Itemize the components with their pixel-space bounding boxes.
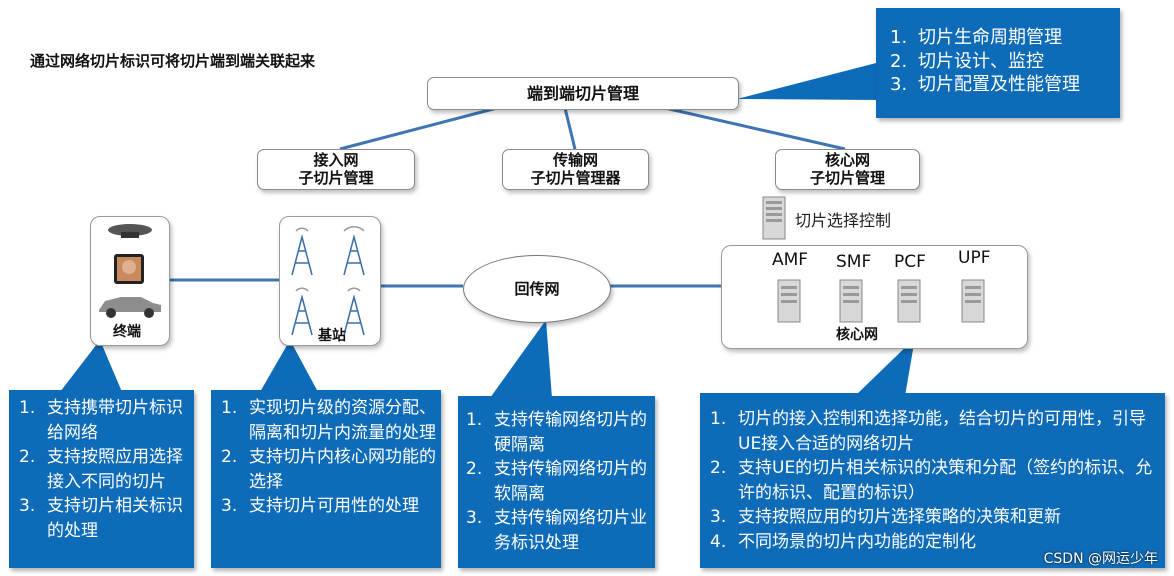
tower-icon bbox=[291, 234, 313, 276]
core-subslice-mgmt-box: 核心网 子切片管理 bbox=[775, 149, 920, 190]
tower-icon bbox=[343, 294, 365, 336]
basestation-callout-item: 3.支持切片可用性的处理 bbox=[221, 496, 419, 516]
transport-line2: 子切片管理器 bbox=[530, 169, 621, 187]
core-line2: 子切片管理 bbox=[809, 169, 885, 187]
mgmt-callout-item: 1.切片生命周期管理 bbox=[890, 27, 1062, 48]
slice-select-label: 切片选择控制 bbox=[795, 211, 892, 230]
access-line2: 子切片管理 bbox=[298, 169, 374, 187]
mgmt-to-core-line bbox=[664, 106, 846, 151]
backhaul-callout: 1.支持传输网络切片的硬隔离 2.支持传输网络切片的软隔离 3.支持传输网络切片… bbox=[458, 396, 655, 568]
backhaul-callout-item: 3.支持传输网络切片业务标识处理 bbox=[466, 508, 647, 553]
mgmt-callout: 1.切片生命周期管理 2.切片设计、监控 3.切片配置及性能管理 bbox=[876, 8, 1120, 118]
mgmt-to-transport-line bbox=[563, 107, 577, 150]
terminal-label: 终端 bbox=[113, 324, 141, 340]
mgmt-callout-item: 2.切片设计、监控 bbox=[890, 50, 1044, 72]
diagram-title: 通过网络切片标识可将切片端到端关联起来 bbox=[30, 52, 316, 70]
nf-amf-label: AMF bbox=[772, 250, 809, 270]
core-network-panel: AMF SMF PCF UPF 核心网 bbox=[721, 245, 1028, 349]
e2e-slice-management-box: 端到端切片管理 bbox=[427, 77, 739, 110]
backhaul-callout-item: 1.支持传输网络切片的硬隔离 bbox=[466, 410, 647, 455]
basestation-callout-item: 2.支持切片内核心网功能的选择 bbox=[221, 447, 436, 492]
terminal-callout: 1.支持携带切片标识给网络 2.支持按照应用选择接入不同的切片 3.支持切片相关… bbox=[9, 390, 194, 568]
terminal-devices-icon bbox=[99, 224, 161, 318]
tower-icon bbox=[291, 294, 313, 336]
basestation-callout-item: 1.实现切片级的资源分配、隔离和切片内流量的处理 bbox=[221, 398, 436, 443]
access-subslice-mgmt-box: 接入网 子切片管理 bbox=[257, 149, 415, 190]
basestation-label: 基站 bbox=[318, 328, 346, 344]
tower-icon bbox=[343, 234, 365, 276]
backhaul-callout-pointer bbox=[490, 320, 552, 398]
transport-line1: 传输网 bbox=[552, 151, 598, 169]
core-server-icons bbox=[777, 279, 985, 323]
nf-pcf-label: PCF bbox=[894, 252, 926, 272]
nf-upf-label: UPF bbox=[958, 248, 991, 268]
core-line1: 核心网 bbox=[824, 151, 870, 169]
core-callout-item: 2.支持UE的切片相关标识的决策和分配（签约的标识、允许的标识、配置的标识） bbox=[710, 458, 1153, 503]
basestation-callout: 1.实现切片级的资源分配、隔离和切片内流量的处理 2.支持切片内核心网功能的选择… bbox=[211, 390, 441, 568]
core-callout-item: 3.支持按照应用的切片选择策略的决策和更新 bbox=[710, 507, 1061, 527]
terminal-panel: 终端 bbox=[90, 216, 170, 346]
mgmt-to-access-line bbox=[339, 106, 498, 151]
core-callout-item: 4.不同场景的切片内功能的定制化 bbox=[710, 531, 976, 552]
bs-callout-pointer bbox=[260, 340, 318, 392]
terminal-callout-item: 2.支持按照应用选择接入不同的切片 bbox=[19, 447, 183, 492]
core-network-label: 核心网 bbox=[836, 327, 878, 343]
transport-subslice-mgmt-box: 传输网 子切片管理器 bbox=[502, 149, 649, 190]
backhaul-network-node: 回传网 bbox=[463, 255, 611, 323]
core-callout: 1.切片的接入控制和选择功能，结合切片的可用性，引导UE接入合适的网络切片 2.… bbox=[700, 393, 1165, 568]
terminal-callout-pointer bbox=[60, 340, 122, 392]
mgmt-callout-item: 3.切片配置及性能管理 bbox=[890, 74, 1080, 95]
core-callout-pointer bbox=[855, 338, 915, 396]
watermark: CSDN @网运少年 bbox=[1043, 551, 1158, 567]
terminal-callout-item: 3.支持切片相关标识的处理 bbox=[19, 496, 183, 541]
top-callout-pointer bbox=[737, 62, 880, 100]
core-callout-item: 1.切片的接入控制和选择功能，结合切片的可用性，引导UE接入合适的网络切片 bbox=[710, 409, 1146, 454]
backhaul-callout-item: 2.支持传输网络切片的软隔离 bbox=[466, 459, 647, 504]
access-line1: 接入网 bbox=[313, 151, 359, 169]
nf-smf-label: SMF bbox=[836, 252, 872, 272]
basestation-panel: 基站 bbox=[279, 216, 381, 346]
terminal-callout-item: 1.支持携带切片标识给网络 bbox=[19, 398, 183, 443]
cell-tower-icons bbox=[291, 226, 365, 336]
